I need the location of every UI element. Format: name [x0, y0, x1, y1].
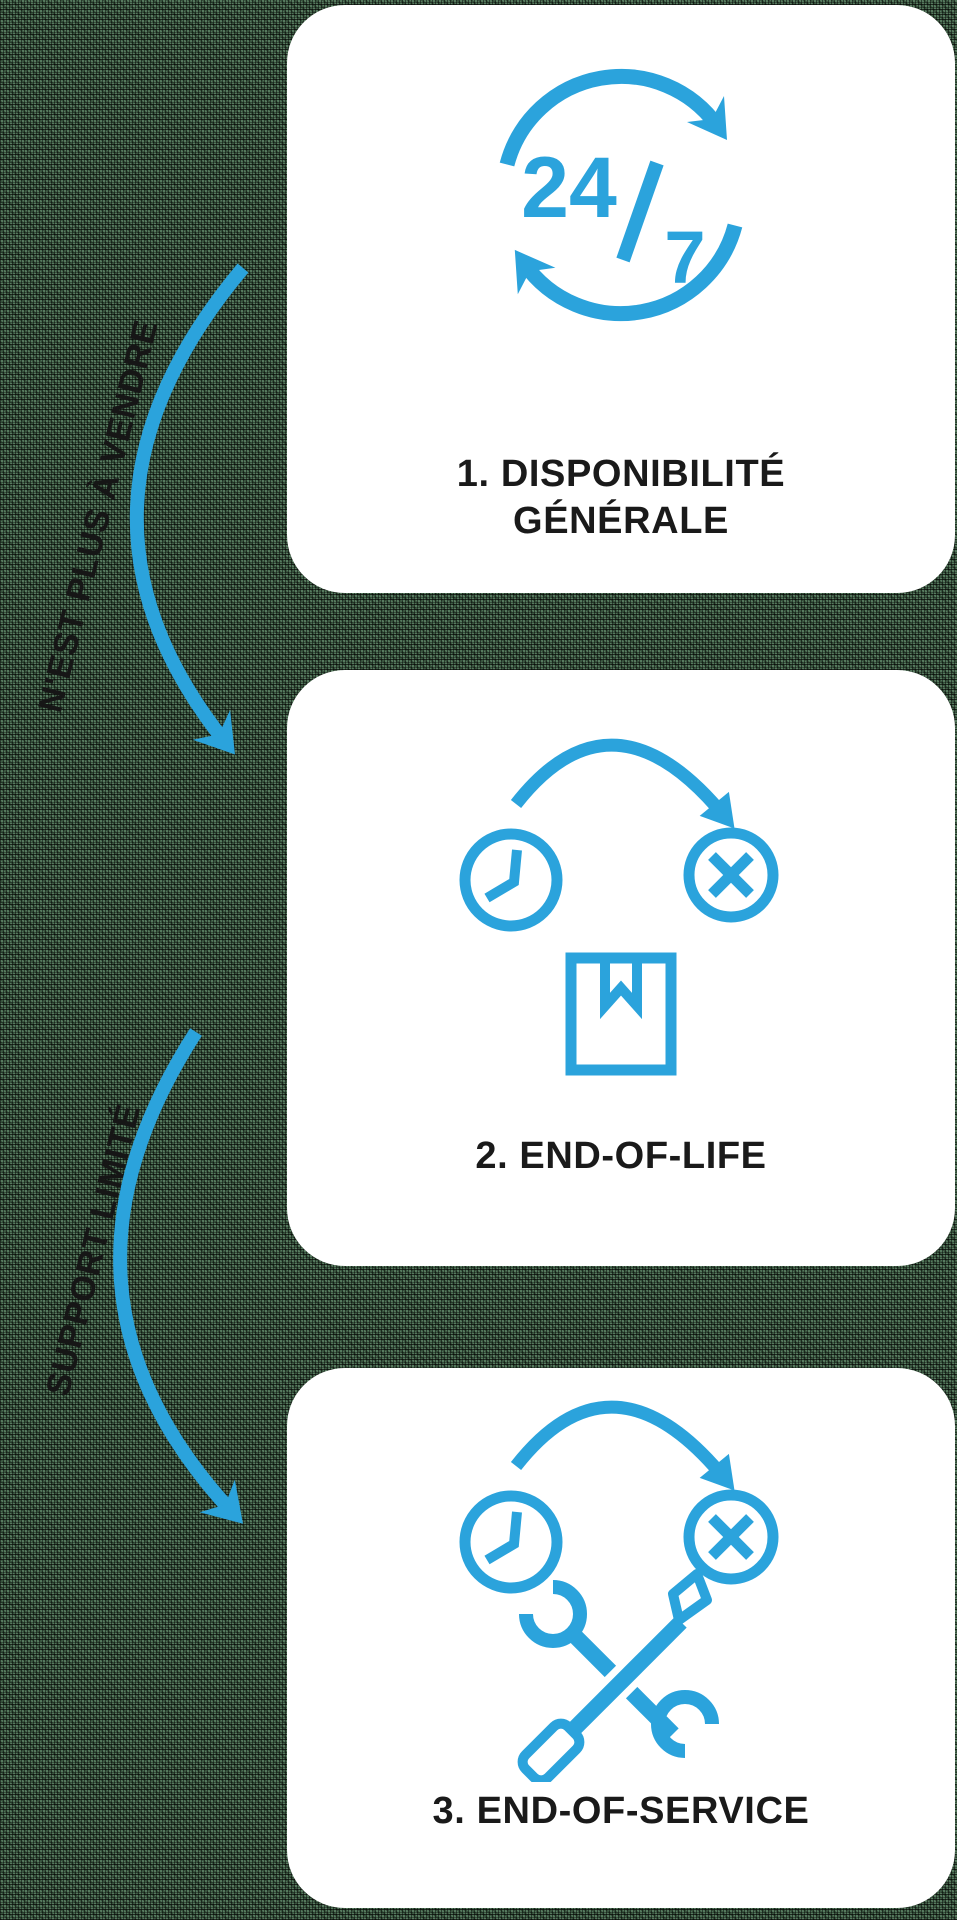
card-title: 3. END-OF-SERVICE: [287, 1788, 955, 1835]
clock-icon: [459, 1490, 563, 1594]
curved-arrow-limited-support: [113, 1028, 243, 1524]
card-end-of-life: 2. END-OF-LIFE: [287, 670, 955, 1266]
card-title-line1: 3. END-OF-SERVICE: [432, 1789, 810, 1832]
arc-arrow-icon: [510, 738, 735, 829]
end-of-life-package-icon: [381, 690, 861, 1125]
card-end-of-service: 3. END-OF-SERVICE: [287, 1368, 955, 1908]
card-title-line1: 1. DISPONIBILITÉ: [456, 452, 786, 495]
card-title-line2: GÉNÉRALE: [513, 499, 729, 542]
end-of-service-tools-icon: [381, 1352, 861, 1787]
card-disponibilite-generale: 24 7 1. DISPONIBILITÉ GÉNÉRALE: [287, 5, 955, 593]
screwdriver-icon: [517, 1569, 712, 1786]
cross-circle-icon: [683, 827, 779, 923]
package-box-icon: [565, 952, 677, 1076]
connector-label-not-for-sale: N'EST PLUS À VENDRE: [31, 315, 166, 717]
badge-7-text: 7: [664, 216, 705, 299]
badge-24-text: 24: [521, 140, 617, 236]
card-title-line1: 2. END-OF-LIFE: [475, 1134, 767, 1177]
cross-circle-icon: [683, 1489, 779, 1585]
connector-label-limited-support: SUPPORT LIMITÉ: [38, 1100, 149, 1400]
24-7-cycle-icon: 24 7: [471, 45, 771, 350]
clock-icon: [459, 828, 563, 932]
arc-arrow-icon: [510, 1400, 735, 1491]
card-title: 1. DISPONIBILITÉ GÉNÉRALE: [287, 451, 955, 545]
card-title: 2. END-OF-LIFE: [287, 1133, 955, 1180]
circular-arrows-icon: [499, 68, 743, 322]
